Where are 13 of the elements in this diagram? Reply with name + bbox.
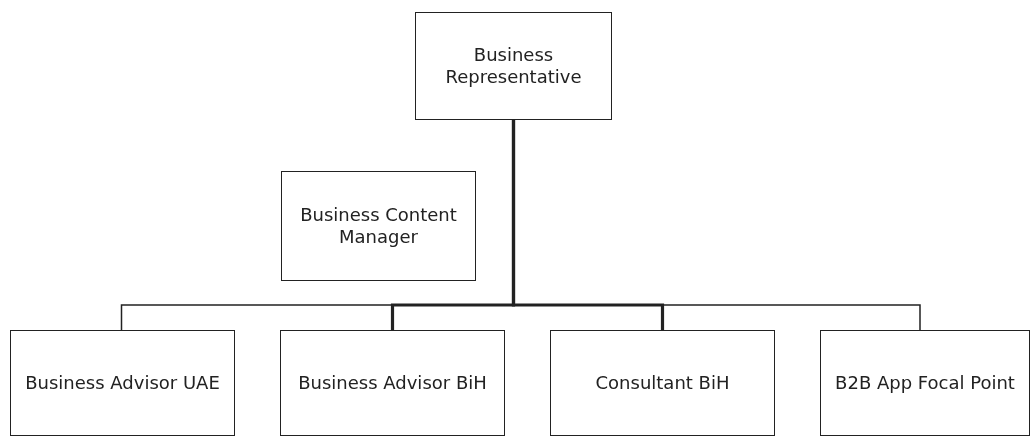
position-title: Business Content Manager — [299, 203, 458, 249]
position-box — [415, 12, 612, 120]
position-title: B2B App Focal Point — [835, 371, 1015, 395]
position-box — [10, 330, 235, 436]
connector-line — [511, 120, 665, 330]
position-title: Business Advisor BiH — [298, 371, 487, 395]
position-title: Business Advisor UAE — [25, 371, 220, 395]
position-box — [280, 330, 505, 436]
position-title: Consultant BiH — [595, 371, 730, 395]
position-box — [820, 330, 1030, 436]
position-box — [281, 171, 476, 281]
position-box — [550, 330, 775, 436]
position-title: Business Representative — [444, 43, 583, 89]
